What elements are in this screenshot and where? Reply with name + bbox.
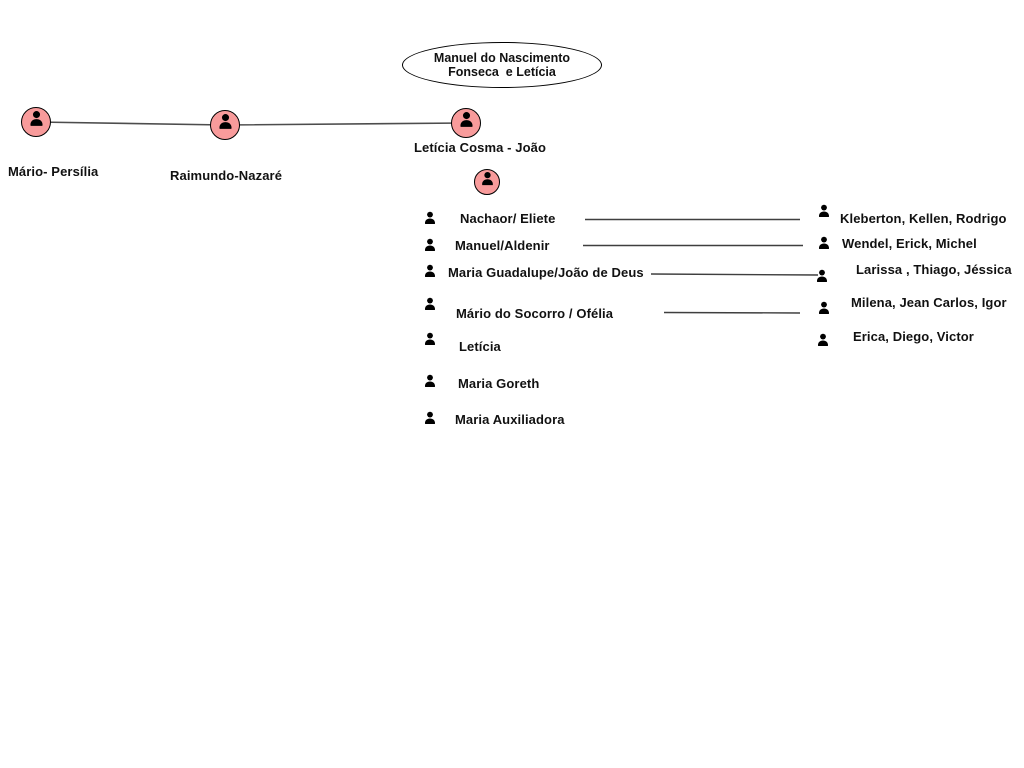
child-name[interactable]: Nachaor/ Eliete — [460, 211, 556, 226]
person-icon[interactable] — [423, 332, 437, 348]
ancestor-label[interactable]: Letícia Cosma - João — [414, 140, 547, 155]
person-icon[interactable] — [423, 374, 437, 390]
person-icon — [28, 110, 45, 134]
avatar-raimundo-nazare[interactable] — [210, 110, 240, 140]
root-couple-label: Manuel do Nascimento Fonseca e Letícia — [433, 50, 571, 80]
avatar-family-group[interactable] — [474, 169, 500, 195]
child-name[interactable]: Maria Guadalupe/João de Deus — [448, 265, 644, 280]
person-icon[interactable] — [815, 269, 829, 285]
child-name[interactable]: Letícia — [459, 339, 501, 354]
person-icon — [217, 113, 234, 137]
person-icon[interactable] — [423, 297, 437, 313]
root-couple-node[interactable]: Manuel do Nascimento Fonseca e Letícia — [402, 42, 602, 88]
person-icon[interactable] — [817, 301, 831, 317]
grandchildren-names[interactable]: Wendel, Erick, Michel — [842, 236, 977, 251]
person-icon[interactable] — [423, 264, 437, 280]
child-name[interactable]: Maria Auxiliadora — [455, 412, 565, 427]
child-name[interactable]: Manuel/Aldenir — [455, 238, 550, 253]
grandchildren-names[interactable]: Milena, Jean Carlos, Igor — [851, 295, 1007, 310]
child-name[interactable]: Maria Goreth — [458, 376, 540, 391]
person-icon[interactable] — [817, 204, 831, 220]
grandchildren-names[interactable]: Larissa , Thiago, Jéssica — [856, 262, 1012, 277]
grandchildren-names[interactable]: Kleberton, Kellen, Rodrigo — [840, 211, 1007, 226]
grandchildren-names[interactable]: Erica, Diego, Victor — [853, 329, 974, 344]
avatar-mario-persilia[interactable] — [21, 107, 51, 137]
person-icon[interactable] — [816, 333, 830, 349]
person-icon[interactable] — [423, 238, 437, 254]
person-icon — [480, 171, 495, 193]
person-icon[interactable] — [817, 236, 831, 252]
person-icon — [458, 111, 475, 135]
person-icon[interactable] — [423, 411, 437, 427]
child-name[interactable]: Mário do Socorro / Ofélia — [456, 306, 614, 321]
ancestor-label[interactable]: Mário- Persília — [8, 164, 99, 179]
ancestor-label[interactable]: Raimundo-Nazaré — [170, 168, 283, 183]
person-icon[interactable] — [423, 211, 437, 227]
avatar-leticia-cosma-joao[interactable] — [451, 108, 481, 138]
